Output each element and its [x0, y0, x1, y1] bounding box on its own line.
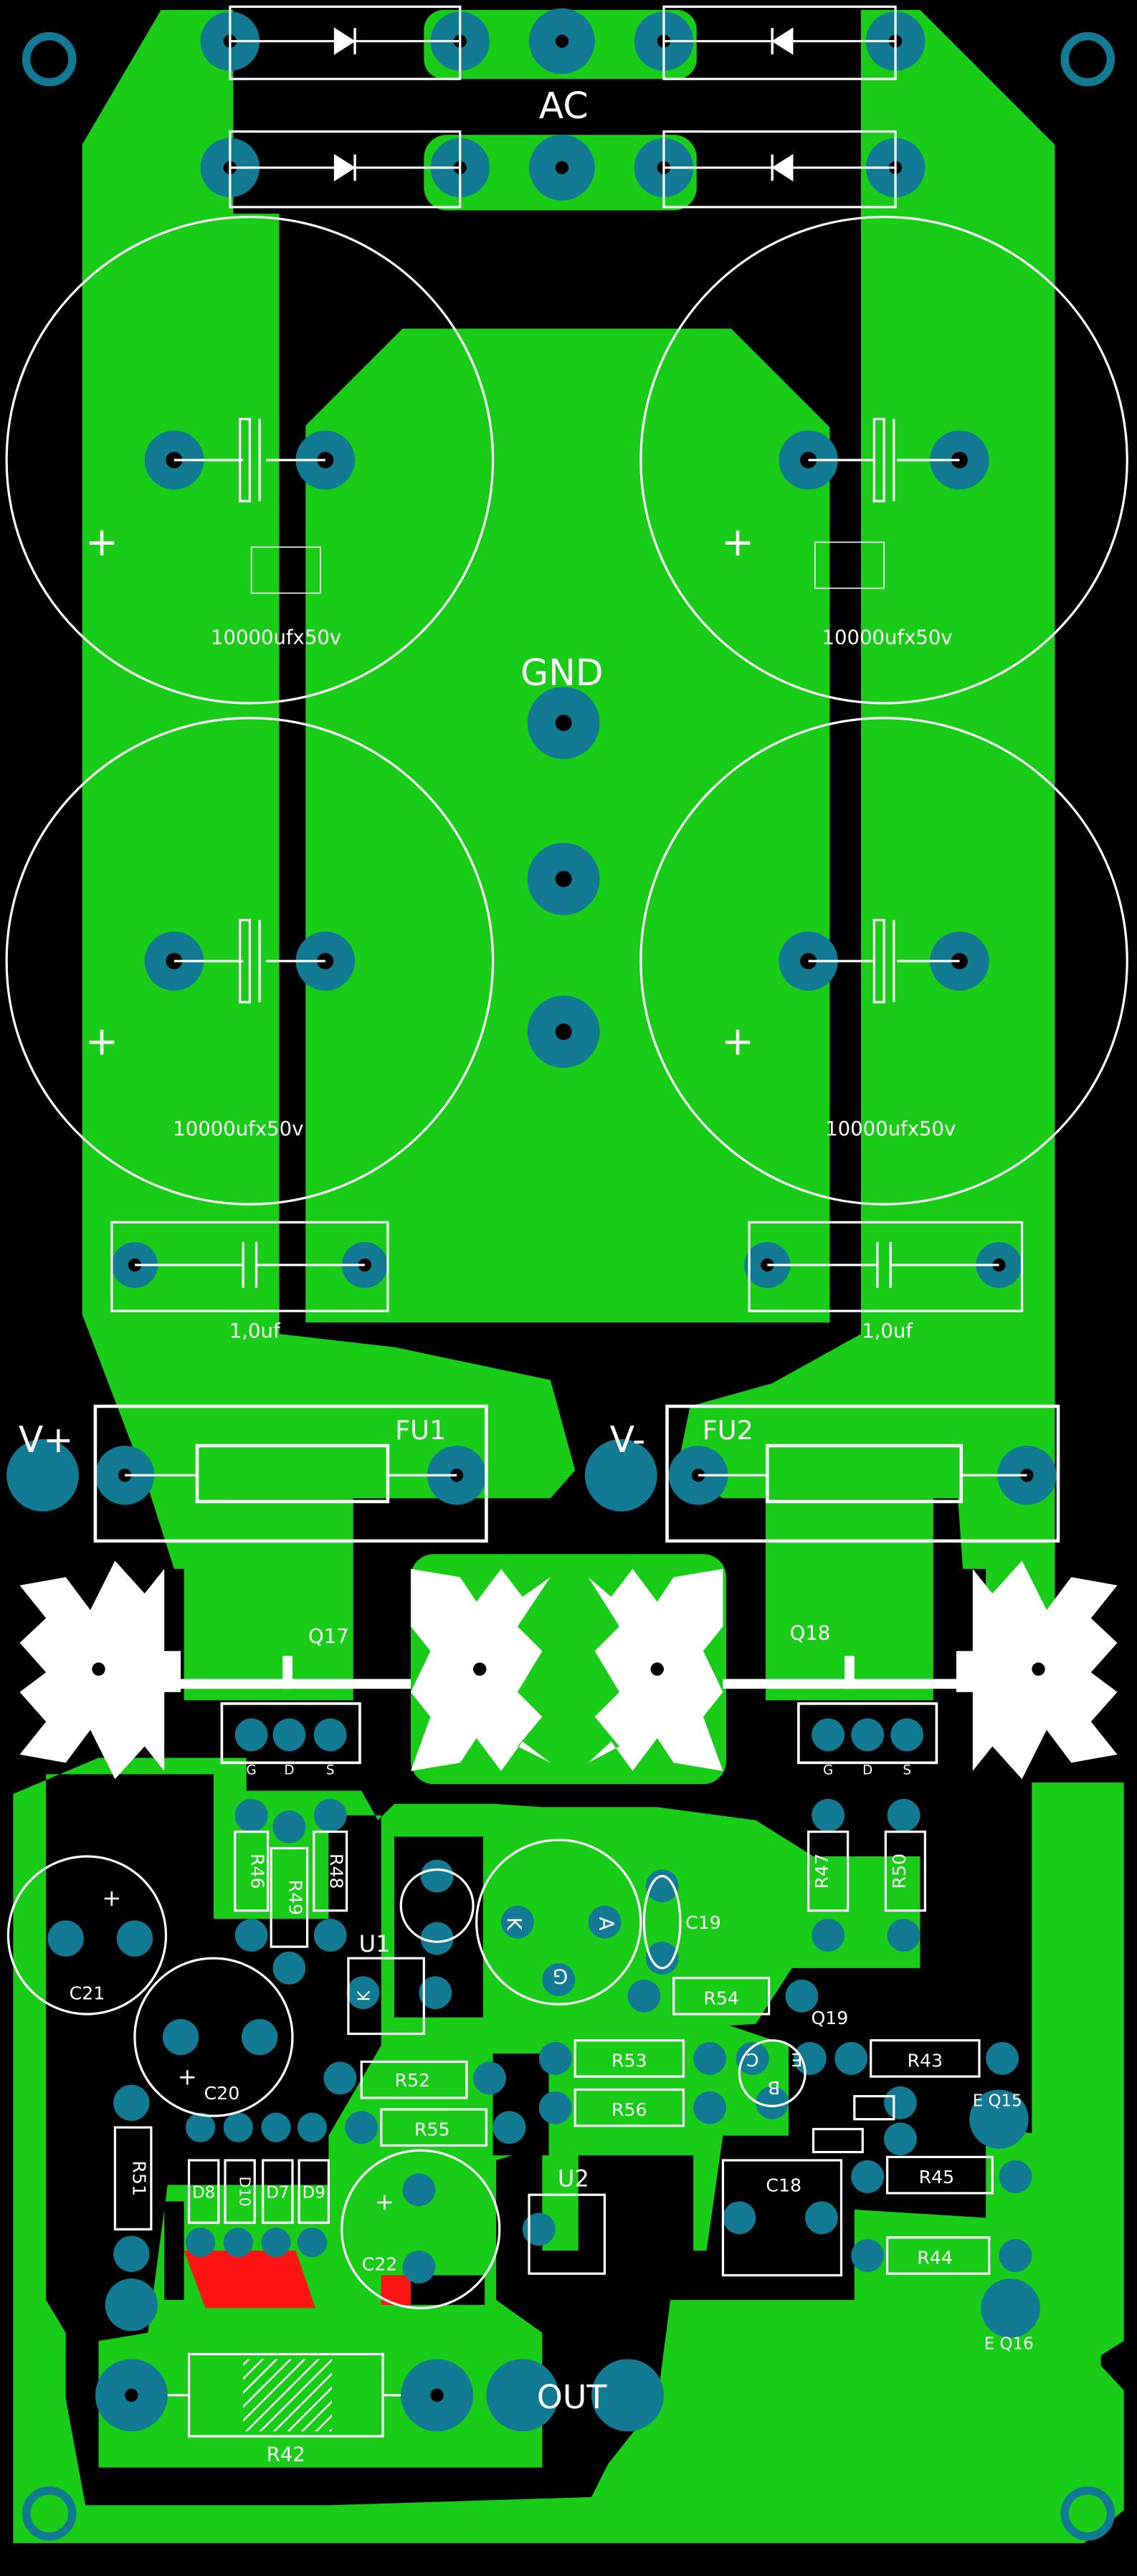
cap-plus-1: +: [85, 519, 118, 565]
label-fu1: FU1: [395, 1415, 446, 1446]
red-trace-left: [184, 2251, 316, 2309]
label-q18: Q18: [790, 1621, 831, 1644]
label-c21: C21: [70, 1983, 105, 2003]
r42-coil: [243, 2359, 332, 2432]
pin-d-q18: D: [862, 1762, 872, 1778]
mounting-holes: [22, 32, 1115, 2541]
label-c18: C18: [766, 2175, 801, 2196]
label-r54: R54: [703, 1988, 739, 2008]
cap-plus-3: +: [85, 1019, 118, 1064]
label-u2: U2: [558, 2165, 589, 2193]
pin-s-q17: S: [326, 1762, 335, 1778]
mount-hole-tr: [1060, 32, 1115, 87]
label-r50: R50: [889, 1854, 910, 1889]
label-v-plus: V+: [19, 1418, 74, 1461]
cap-plus-4: +: [721, 1019, 754, 1064]
label-c21-plus: +: [102, 1884, 121, 1912]
diode-symbols: [333, 27, 794, 182]
label-a: A: [595, 1917, 618, 1931]
copper-bottom-left: [13, 1757, 1124, 2544]
label-r51: R51: [129, 2160, 150, 2196]
label-k-u1: K: [356, 1990, 374, 2001]
label-r43: R43: [908, 2050, 943, 2071]
small-cap-value-2: 1,0uf: [862, 1320, 913, 1342]
label-r53: R53: [612, 2050, 647, 2071]
mount-hole-br: [1060, 2486, 1115, 2541]
label-c22-plus: +: [375, 2188, 394, 2215]
cap-value-2: 10000ufx50v: [822, 626, 953, 649]
label-q19-b: B: [768, 2077, 780, 2098]
pin-g-q17: G: [247, 1762, 257, 1778]
label-d8: D8: [192, 2184, 215, 2203]
copper-ground-center: [304, 328, 830, 1323]
label-d10: D10: [237, 2176, 254, 2206]
mount-hole-tl: [22, 32, 77, 87]
heatsink-holes: [92, 1662, 1045, 1676]
label-k: K: [503, 1917, 525, 1931]
label-r45: R45: [919, 2167, 955, 2188]
cap-value-1: 10000ufx50v: [211, 626, 341, 649]
label-u1: U1: [359, 1930, 391, 1957]
pin-d-q17: D: [284, 1762, 294, 1778]
label-r49: R49: [285, 1880, 305, 1916]
silkscreen: [5, 5, 1128, 2438]
label-r47: R47: [812, 1854, 832, 1889]
label-e-q15: E Q15: [973, 2091, 1022, 2110]
label-c20: C20: [204, 2083, 240, 2104]
pin-g-q18: G: [823, 1762, 833, 1778]
copper-fuse-left: [184, 1498, 353, 1701]
text-labels: AC GND + + + + 10000ufx50v 10000ufx50v 1…: [19, 85, 1034, 2466]
label-c19: C19: [685, 1912, 721, 1933]
label-q17: Q17: [308, 1625, 349, 1648]
label-c22: C22: [362, 2254, 398, 2275]
label-v-minus: V-: [610, 1418, 646, 1461]
label-out: OUT: [537, 2377, 608, 2416]
red-trace-right: [381, 2275, 411, 2305]
label-d7: D7: [266, 2184, 289, 2203]
label-d9: D9: [303, 2184, 325, 2203]
label-q19-c: C: [746, 2049, 759, 2070]
label-r44: R44: [917, 2247, 953, 2268]
label-r46: R46: [247, 1854, 268, 1889]
cap-plus-2: +: [721, 519, 754, 565]
cap-value-3: 10000ufx50v: [173, 1117, 303, 1140]
label-c20-plus: +: [178, 2064, 197, 2091]
mount-hole-bl: [22, 2486, 77, 2541]
label-q19-e: E: [791, 2049, 803, 2070]
label-q19: Q19: [811, 2008, 848, 2028]
pin-s-q18: S: [903, 1762, 911, 1778]
copper-fuse-right: [766, 1498, 933, 1701]
label-r56: R56: [612, 2099, 647, 2120]
label-r48: R48: [326, 1854, 347, 1889]
small-cap-value-1: 1,0uf: [229, 1320, 281, 1342]
label-fu2: FU2: [703, 1415, 753, 1446]
label-e-q16: E Q16: [984, 2335, 1034, 2354]
label-r42: R42: [267, 2443, 305, 2466]
label-r52: R52: [394, 2070, 430, 2091]
copper-bottom-right: [1032, 1782, 1124, 2366]
highlight-traces: [184, 2251, 411, 2309]
heatsink-bars: [164, 1656, 973, 1689]
label-gnd: GND: [520, 652, 604, 694]
label-g: G: [553, 1965, 568, 1988]
label-ac: AC: [539, 85, 589, 127]
cap-value-4: 10000ufx50v: [825, 1117, 956, 1140]
copper-rail-left: [82, 9, 576, 1569]
label-r55: R55: [414, 2119, 450, 2140]
